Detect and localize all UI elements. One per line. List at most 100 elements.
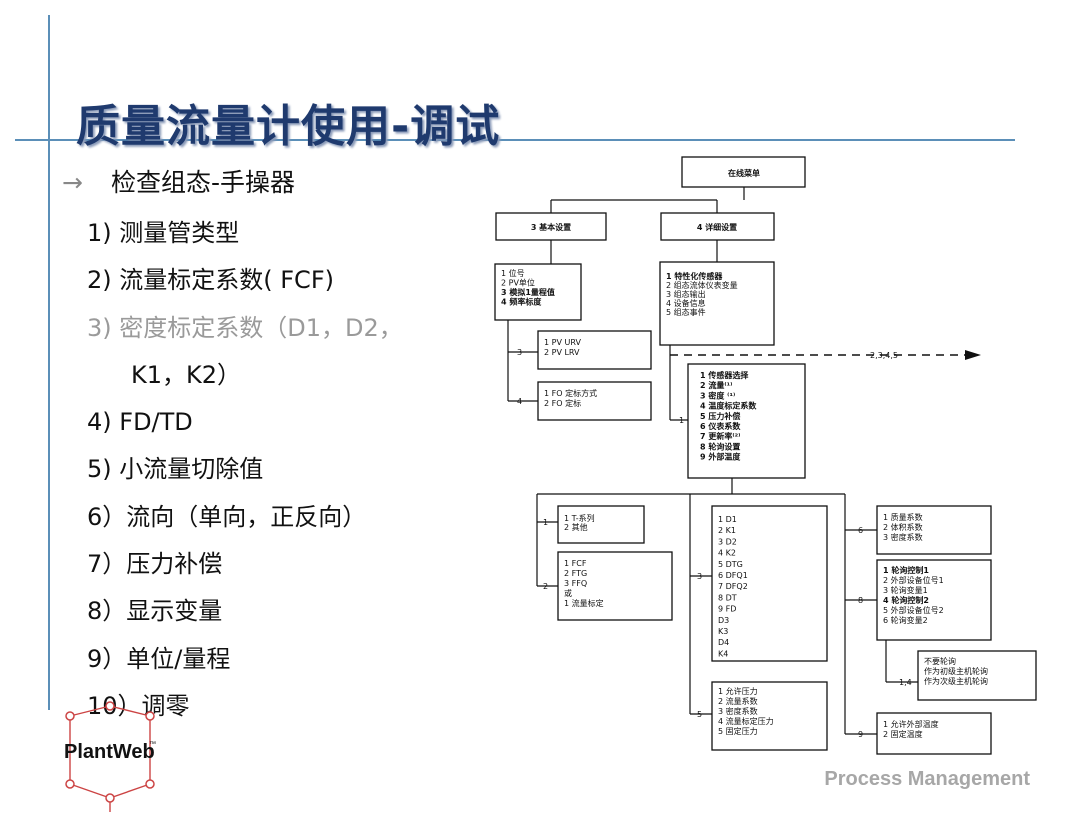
menu-entry: 7 DFQ2 [718,582,748,591]
menu-entry: 1 特性化传感器 [666,271,723,281]
list-item: 9）单位/量程 [87,644,231,673]
menu-entry: 2 固定温度 [883,729,923,739]
menu-entry: 2 PV LRV [544,348,580,357]
branch-label: 1 [679,416,684,425]
list-item: 1) 测量管类型 [87,219,240,247]
menu-entry: 1 位号 [501,268,525,278]
menu-entry: 9 外部温度 [700,452,741,462]
list-item: K1，K2） [131,360,242,389]
menu-entry: 5 外部设备位号2 [883,605,944,615]
menu-entry: 1 允许外部温度 [883,719,939,729]
menu-entry: 2 K1 [718,526,736,535]
menu-entry: 3 组态输出 [666,289,706,299]
basic-setup-box [495,212,607,241]
online-menu-box [681,156,806,188]
menu-entry: 4 流量标定压力 [718,716,774,726]
menu-entry: 4 轮询控制2 [883,595,929,605]
branch-label: 3 [697,572,702,581]
branch-label: 8 [858,596,863,605]
menu-entry: 3 模拟1量程值 [501,287,555,297]
menu-entry: 2 组态流体仪表变量 [666,280,738,290]
menu-entry: 2 流量⁽¹⁾ [700,380,732,390]
list-item: 6）流向（单向，正反向） [87,502,367,531]
tseries-box: 1 T-系列2 其他 [557,505,645,544]
menu-entry: 3 D2 [718,537,737,546]
detail-setup-label: 4 详细设置 [697,222,737,232]
menu-entry: 2 FTG [564,569,587,578]
menu-entry: 2 PV单位 [501,278,535,288]
menu-entry: 4 设备信息 [666,298,706,308]
horizontal-rule [15,139,1015,141]
menu-entry: 3 轮询变量1 [883,585,928,595]
menu-entry: K4 [718,649,728,658]
menu-entry: 作为初级主机轮询 [924,666,988,676]
branch-label: 2 [543,582,548,591]
menu-entry: 2 外部设备位号1 [883,575,944,585]
menu-entry: 7 更新率⁽²⁾ [700,431,740,441]
logo-tm: ™ [149,741,156,748]
branch-label: 5 [697,710,702,719]
menu-entry: 2 FO 定标 [544,398,581,408]
menu-entry: 不要轮询 [924,656,956,666]
basic-setup-label: 3 基本设置 [531,222,571,232]
list-item: 4) FD/TD [87,408,193,437]
menu-entry: D3 [718,616,729,625]
branch-label: 4 [517,397,522,406]
branch-label: 1,4 [899,678,912,687]
menu-entry: 1 质量系数 [883,512,923,522]
list-item: 8）显示变量 [87,597,223,626]
menu-entry: 8 轮询设置 [700,441,740,451]
menu-entry: 2 其他 [564,522,588,532]
menu-entry: 或 [564,588,572,598]
menu-entry: 1 允许压力 [718,686,758,696]
menu-entry: 3 FFQ [564,579,587,588]
menu-entry: 作为次级主机轮询 [924,676,988,686]
list-item: 2) 流量标定系数( FCF) [87,266,334,295]
menu-entry: 6 轮询变量2 [883,615,928,625]
menu-entry: 1 传感器选择 [700,370,749,380]
arrow-icon: → [62,168,83,197]
menu-entry: 1 FCF [564,559,587,568]
menu-entry: 1 T-系列 [564,513,595,523]
branch-label: 9 [858,730,863,739]
menu-entry: 3 密度 ⁽¹⁾ [700,390,735,400]
menu-entry: 5 组态事件 [666,307,706,317]
menu-entry: 2 流量系数 [718,696,758,706]
menu-entry: 1 流量标定 [564,598,604,608]
menu-entry: 1 FO 定标方式 [544,388,597,398]
menu-entry: 6 仪表系数 [700,421,741,431]
connector-lines [507,187,981,735]
menu-entry: 5 固定压力 [718,726,758,736]
menu-entry: 1 D1 [718,515,737,524]
subheading-text: 检查组态-手操器 [110,168,295,197]
menu-entry: 6 DFQ1 [718,571,748,580]
brand-text: Process Management [824,768,1030,790]
menu-entry: K3 [718,627,728,636]
menu-entry: 8 DT [718,593,737,602]
list-item: 10）调零 [87,691,190,720]
list-item: 3) 密度标定系数（D1，D2， [87,313,403,342]
menu-entry: 1 轮询控制1 [883,565,929,575]
menu-entry: 5 DTG [718,560,743,569]
branch-label: 6 [858,526,863,535]
menu-entry: 3 密度系数 [883,532,923,542]
branch-label: 1 [543,518,548,527]
vertical-rule [48,15,50,710]
check-list: 1) 测量管类型 2) 流量标定系数( FCF) 3) 密度标定系数（D1，D2… [87,210,403,730]
menu-entry: 4 K2 [718,549,736,558]
subheading: → 检查组态-手操器 [62,163,295,199]
branch-label: 2,3,4,5 [870,351,898,360]
